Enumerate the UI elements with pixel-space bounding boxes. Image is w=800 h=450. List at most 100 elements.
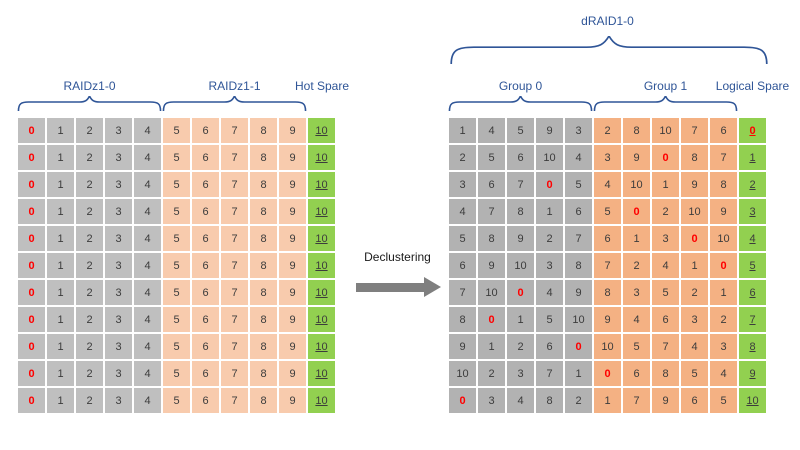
grid-cell: 2 [75, 252, 104, 279]
grid-cell: 7 [220, 279, 249, 306]
grid-cell: 8 [249, 279, 278, 306]
grid-cell: 10 [506, 252, 535, 279]
grid-cell: 6 [564, 198, 593, 225]
grid-cell: 4 [709, 360, 738, 387]
grid-cell: 7 [220, 252, 249, 279]
grid-cell: 4 [133, 306, 162, 333]
left-section-label-hot-spare: Hot Spare [294, 79, 350, 93]
grid-cell: 3 [680, 306, 709, 333]
grid-cell: 9 [278, 117, 307, 144]
grid-cell: 1 [709, 279, 738, 306]
grid-cell: 0 [17, 117, 46, 144]
grid-cell: 9 [564, 279, 593, 306]
grid-cell: 7 [622, 387, 651, 414]
grid-cell: 8 [249, 387, 278, 414]
grid-cell: 6 [535, 333, 564, 360]
grid-cell: 7 [506, 171, 535, 198]
grid-cell: 8 [738, 333, 767, 360]
grid-cell: 4 [535, 279, 564, 306]
grid-cell: 2 [75, 360, 104, 387]
grid-cell: 0 [17, 333, 46, 360]
grid-cell: 2 [593, 117, 622, 144]
grid-cell: 6 [593, 225, 622, 252]
brace-raidz1-0 [17, 96, 162, 111]
grid-cell: 10 [593, 333, 622, 360]
grid-cell: 9 [278, 171, 307, 198]
grid-cell: 5 [162, 198, 191, 225]
grid-cell: 10 [307, 387, 336, 414]
grid-cell: 5 [162, 171, 191, 198]
grid-cell: 3 [564, 117, 593, 144]
grid-cell: 5 [162, 360, 191, 387]
grid-cell: 0 [17, 252, 46, 279]
grid-cell: 1 [593, 387, 622, 414]
grid-cell: 3 [477, 387, 506, 414]
grid-cell: 2 [448, 144, 477, 171]
grid-cell: 3 [104, 387, 133, 414]
grid-cell: 3 [651, 225, 680, 252]
grid-cell: 0 [535, 171, 564, 198]
grid-cell: 3 [535, 252, 564, 279]
grid-cell: 4 [133, 225, 162, 252]
grid-cell: 6 [191, 252, 220, 279]
grid-cell: 2 [622, 252, 651, 279]
grid-cell: 5 [162, 333, 191, 360]
grid-cell: 4 [506, 387, 535, 414]
grid-cell: 7 [564, 225, 593, 252]
grid-cell: 1 [680, 252, 709, 279]
grid-cell: 6 [191, 171, 220, 198]
grid-cell: 3 [104, 333, 133, 360]
grid-cell: 8 [249, 306, 278, 333]
grid-cell: 4 [133, 279, 162, 306]
grid-cell: 6 [191, 333, 220, 360]
grid-cell: 7 [738, 306, 767, 333]
grid-cell: 0 [593, 360, 622, 387]
grid-cell: 4 [133, 117, 162, 144]
grid-cell: 6 [709, 117, 738, 144]
grid-cell: 5 [651, 279, 680, 306]
grid-cell: 6 [191, 279, 220, 306]
grid-cell: 8 [249, 333, 278, 360]
grid-cell: 3 [104, 144, 133, 171]
grid-cell: 5 [680, 360, 709, 387]
grid-cell: 7 [535, 360, 564, 387]
grid-cell: 5 [477, 144, 506, 171]
grid-cell: 5 [162, 306, 191, 333]
grid-cell: 8 [593, 279, 622, 306]
grid-cell: 5 [162, 117, 191, 144]
grid-cell: 8 [249, 171, 278, 198]
grid-cell: 10 [651, 117, 680, 144]
grid-cell: 4 [448, 198, 477, 225]
grid-cell: 3 [104, 360, 133, 387]
grid-cell: 2 [651, 198, 680, 225]
grid-cell: 6 [506, 144, 535, 171]
grid-cell: 7 [220, 333, 249, 360]
grid-cell: 3 [448, 171, 477, 198]
grid-cell: 4 [133, 198, 162, 225]
grid-cell: 1 [46, 117, 75, 144]
arrow-body [356, 282, 424, 292]
grid-cell: 0 [680, 225, 709, 252]
grid-cell: 0 [709, 252, 738, 279]
grid-cell: 3 [738, 198, 767, 225]
grid-cell: 5 [506, 117, 535, 144]
brace-group-0 [448, 96, 593, 111]
grid-cell: 3 [709, 333, 738, 360]
grid-cell: 9 [278, 252, 307, 279]
grid-cell: 5 [738, 252, 767, 279]
grid-cell: 2 [75, 225, 104, 252]
grid-cell: 2 [477, 360, 506, 387]
grid-cell: 4 [593, 171, 622, 198]
grid-cell: 2 [738, 171, 767, 198]
grid-cell: 2 [564, 387, 593, 414]
grid-cell: 8 [564, 252, 593, 279]
grid-cell: 4 [133, 171, 162, 198]
grid-cell: 10 [307, 144, 336, 171]
grid-cell: 6 [738, 279, 767, 306]
brace-group-1 [593, 96, 738, 111]
grid-cell: 4 [622, 306, 651, 333]
grid-cell: 5 [564, 171, 593, 198]
grid-cell: 0 [17, 387, 46, 414]
